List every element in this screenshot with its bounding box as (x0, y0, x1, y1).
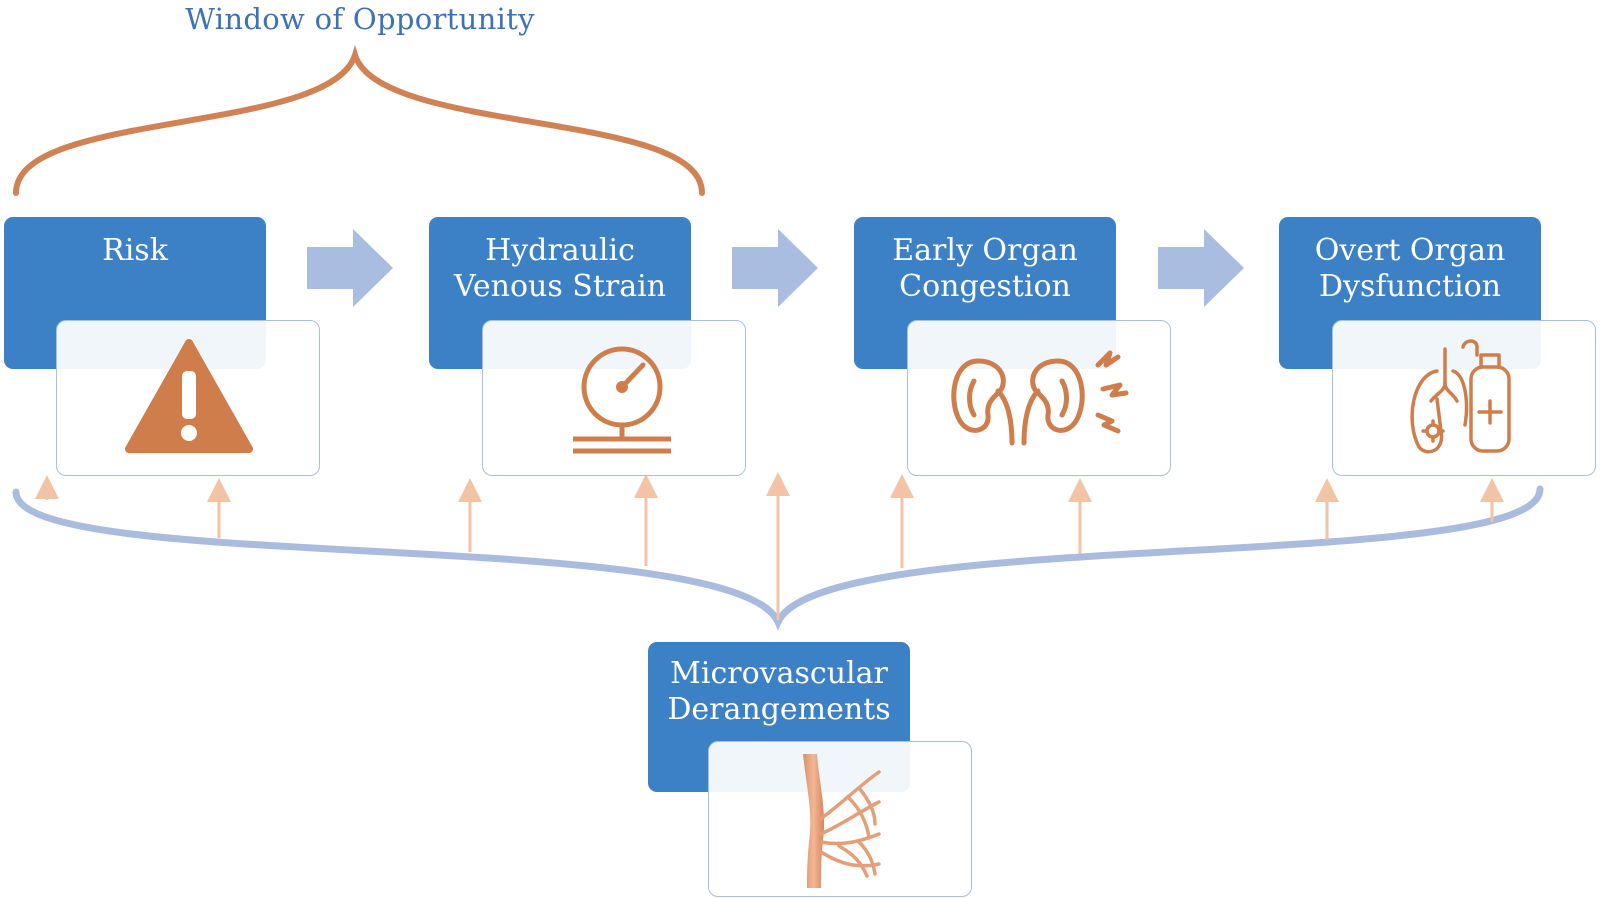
arrow-congestion-to-dysfunction (1158, 229, 1244, 307)
stage-label-risk: Risk (102, 233, 168, 268)
lungs-oxygen-icon (1410, 339, 1511, 454)
arrow-risk-to-strain (307, 229, 393, 307)
stage-label-early-organ-congestion: Early Organ Congestion (892, 233, 1078, 304)
icon-card-risk (56, 320, 320, 476)
icon-card-hydraulic-venous-strain (482, 320, 746, 476)
icon-card-microvascular (708, 741, 972, 897)
icon-card-early-organ-congestion (907, 320, 1171, 476)
window-brace (13, 45, 705, 196)
icon-card-overt-organ-dysfunction (1332, 320, 1596, 476)
pressure-gauge-icon (573, 346, 671, 454)
upward-arrows (35, 472, 1504, 620)
microvascular-label: Microvascular Derangements (667, 656, 891, 727)
kidneys-icon (951, 350, 1129, 446)
window-of-opportunity-title: Window of Opportunity (185, 2, 535, 36)
arrow-strain-to-congestion (732, 229, 818, 307)
microvascular-brace (12, 485, 1544, 631)
stage-label-hydraulic-venous-strain: Hydraulic Venous Strain (453, 233, 667, 304)
warning-triangle-icon (125, 339, 253, 453)
stage-label-overt-organ-dysfunction: Overt Organ Dysfunction (1314, 233, 1506, 304)
blood-vessel-icon (803, 754, 881, 888)
